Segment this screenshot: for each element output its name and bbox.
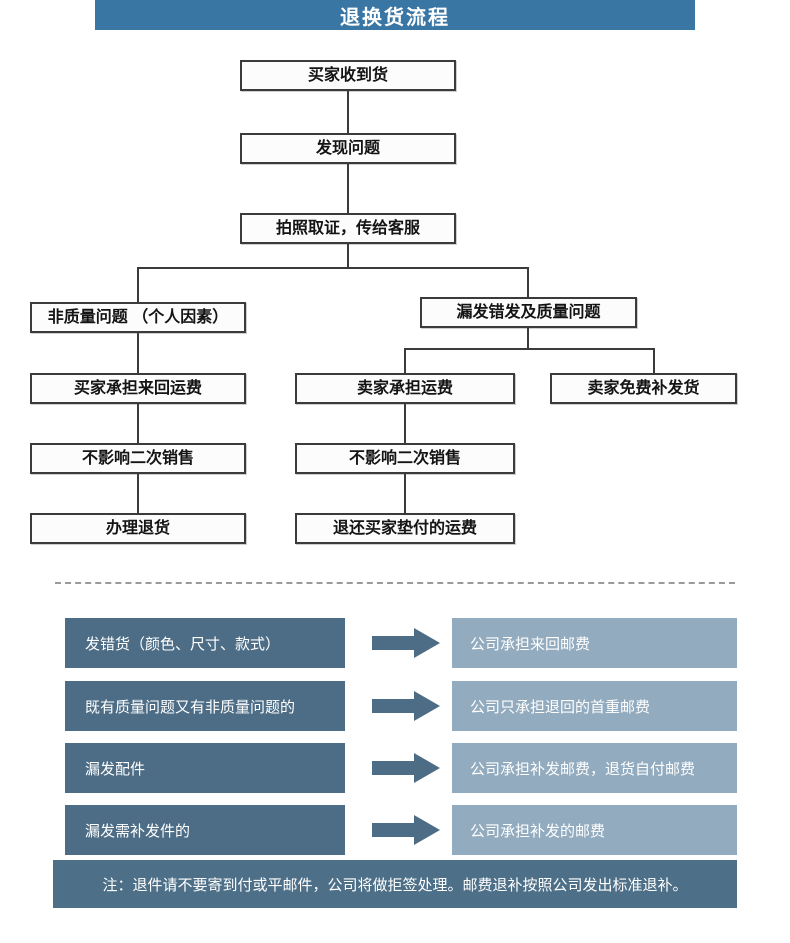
arrow-shaft (372, 823, 414, 837)
connector-line (347, 91, 349, 133)
right-arrow-icon (372, 628, 440, 658)
connector-line (527, 328, 529, 348)
connector-line (347, 244, 349, 268)
flow-node-process-return: 办理退货 (30, 513, 246, 544)
header-bar: 退换货流程 (95, 0, 695, 30)
arrow-shaft (372, 761, 414, 775)
condition-box: 漏发配件 (65, 743, 345, 793)
policy-row: 既有质量问题又有非质量问题的 公司只承担退回的首重邮费 (0, 681, 790, 731)
arrow-head (414, 753, 440, 783)
connector-line (137, 267, 139, 302)
connector-line (137, 333, 139, 373)
flow-node-resellable-left: 不影响二次销售 (30, 443, 246, 474)
condition-box: 漏发需补发件的 (65, 805, 345, 855)
policy-row: 漏发需补发件的 公司承担补发的邮费 (0, 805, 790, 855)
result-box: 公司承担补发邮费，退货自付邮费 (452, 743, 737, 793)
flow-node-seller-free-reship: 卖家免费补发货 (550, 373, 737, 404)
flow-node-resellable-middle: 不影响二次销售 (295, 443, 515, 474)
flow-node-seller-pays-shipping: 卖家承担运费 (295, 373, 515, 404)
flow-node-buyer-pays-shipping: 买家承担来回运费 (30, 373, 246, 404)
connector-line (404, 404, 406, 443)
connector-line (137, 474, 139, 513)
connector-line (404, 348, 406, 373)
flow-node-find-problem: 发现问题 (240, 133, 456, 164)
connector-line (347, 164, 349, 213)
right-arrow-icon (372, 815, 440, 845)
connector-line (404, 348, 655, 350)
flow-node-photo-evidence: 拍照取证，传给客服 (240, 213, 456, 244)
connector-line (137, 267, 529, 269)
connector-line (653, 348, 655, 373)
result-box: 公司承担来回邮费 (452, 618, 737, 668)
arrow-shaft (372, 699, 414, 713)
note-box: 注：退件请不要寄到付或平邮件，公司将做拒签处理。邮费退补按照公司发出标准退补。 (53, 860, 737, 908)
result-box: 公司承担补发的邮费 (452, 805, 737, 855)
connector-line (404, 474, 406, 513)
policy-row: 漏发配件 公司承担补发邮费，退货自付邮费 (0, 743, 790, 793)
flow-node-refund-prepaid-shipping: 退还买家垫付的运费 (295, 513, 515, 544)
page-title: 退换货流程 (340, 6, 450, 29)
policy-row: 发错货（颜色、尺寸、款式） 公司承担来回邮费 (0, 618, 790, 668)
arrow-head (414, 815, 440, 845)
flow-node-non-quality-issue: 非质量问题 （个人因素） (30, 302, 246, 333)
dashed-divider (55, 582, 735, 584)
flow-node-wrong-or-quality-issue: 漏发错发及质量问题 (420, 297, 637, 328)
right-arrow-icon (372, 691, 440, 721)
flow-node-buyer-receives: 买家收到货 (240, 60, 456, 91)
arrow-head (414, 691, 440, 721)
connector-line (137, 404, 139, 443)
connector-line (527, 267, 529, 298)
condition-box: 既有质量问题又有非质量问题的 (65, 681, 345, 731)
right-arrow-icon (372, 753, 440, 783)
result-box: 公司只承担退回的首重邮费 (452, 681, 737, 731)
arrow-head (414, 628, 440, 658)
arrow-shaft (372, 636, 414, 650)
condition-box: 发错货（颜色、尺寸、款式） (65, 618, 345, 668)
